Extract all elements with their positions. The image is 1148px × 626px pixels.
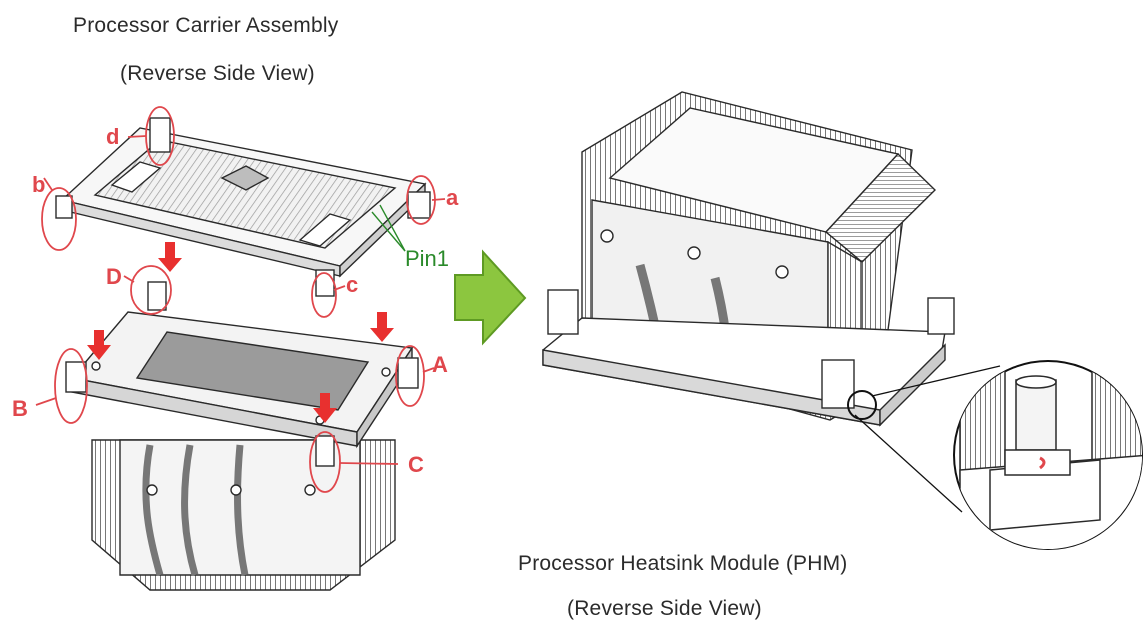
green-arrow-icon [454,249,527,346]
label-D: D [106,264,122,289]
label-B: B [12,396,28,421]
heatsink-left [65,281,419,591]
arrow-down-icon [158,242,182,272]
label-d: d [106,124,119,149]
pin1-leader [371,204,406,252]
label-a: a [446,185,459,210]
callout-A-ellipse [395,345,425,407]
arrow-down-icon [313,393,337,423]
carrier-title: Processor Carrier Assembly [73,14,339,37]
callout-c-ellipse [311,272,337,318]
callout-D-ellipse [130,265,172,315]
carrier-subtitle: (Reverse Side View) [120,62,315,85]
zoom-connector-bottom [854,414,963,513]
callout-B-ellipse [54,348,88,424]
callout-C-ellipse [309,431,341,493]
phm-title: Processor Heatsink Module (PHM) [518,552,848,575]
label-C: C [408,452,424,477]
label-A: A [432,352,448,377]
callouts [35,106,446,493]
phm-heatsink [542,91,955,427]
callout-b-ellipse [41,187,77,251]
zoom-connector-top [871,365,1001,397]
arrow-down-icon [87,330,111,360]
zoom-detail [953,360,1143,550]
label-pin1: Pin1 [405,246,449,271]
processor-carrier [55,117,431,297]
label-b: b [32,172,45,197]
red-arrows [87,242,394,423]
label-c: c [346,272,358,297]
arrow-down-icon [370,312,394,342]
phm-subtitle: (Reverse Side View) [567,597,762,620]
